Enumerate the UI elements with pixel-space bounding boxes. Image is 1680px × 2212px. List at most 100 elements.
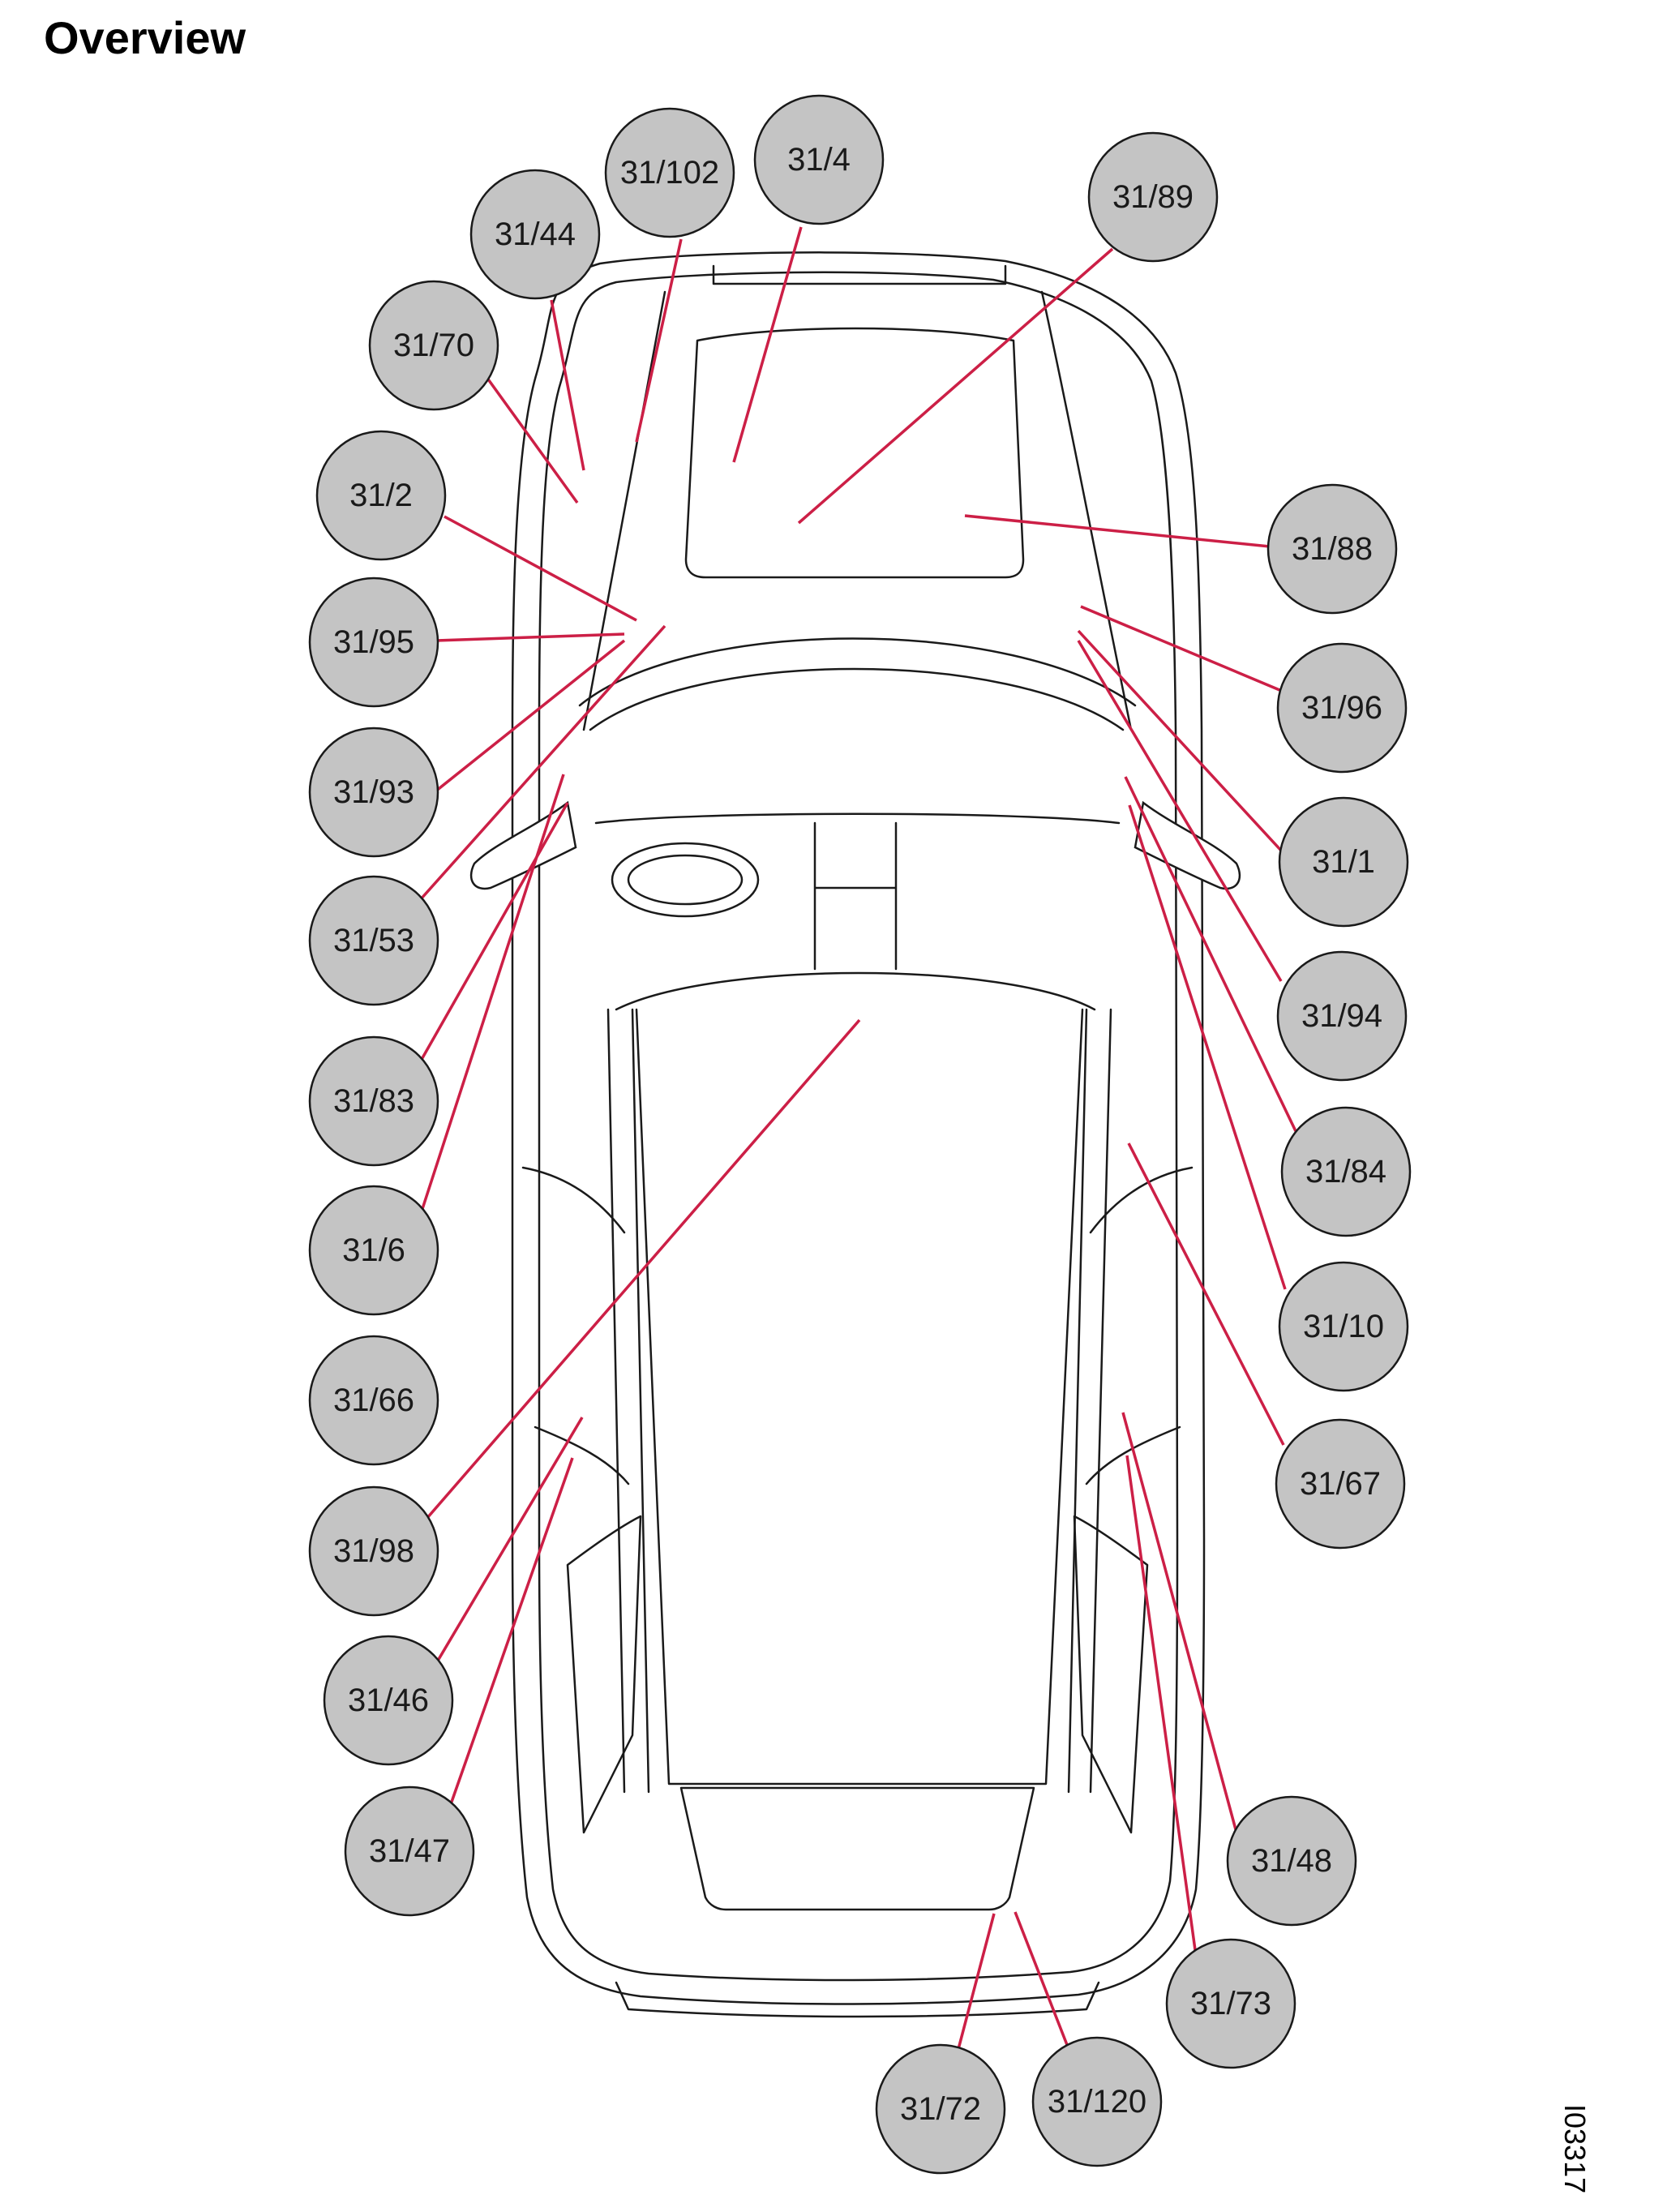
callout-label: 31/84 bbox=[1305, 1154, 1386, 1190]
callout-label: 31/73 bbox=[1190, 1986, 1271, 2021]
leader-31-88 bbox=[964, 514, 1279, 549]
leader-31-53 bbox=[418, 624, 666, 902]
leader-31-6 bbox=[418, 774, 565, 1217]
callout-label: 31/89 bbox=[1112, 179, 1194, 215]
callout: 31/73 bbox=[1165, 1938, 1296, 2069]
callout-label: 31/48 bbox=[1251, 1843, 1332, 1879]
callout-label: 31/67 bbox=[1300, 1466, 1381, 1502]
leader-31-73 bbox=[1125, 1455, 1198, 1957]
callout-label: 31/46 bbox=[348, 1683, 429, 1718]
leader-31-83 bbox=[418, 802, 569, 1063]
callout-label: 31/4 bbox=[787, 142, 851, 178]
hood-front-edge bbox=[712, 264, 1007, 285]
callout-circles: 31/102 31/4 31/44 31/89 31/70 31/2 31/88… bbox=[308, 94, 1412, 2175]
car-body-outline bbox=[511, 251, 1206, 2005]
callout: 31/84 bbox=[1280, 1106, 1412, 1237]
callout-label: 31/44 bbox=[495, 216, 576, 252]
callout: 31/46 bbox=[323, 1635, 454, 1766]
leader-31-94 bbox=[1077, 640, 1283, 982]
callout-label: 31/102 bbox=[620, 155, 719, 191]
callout: 31/72 bbox=[875, 2043, 1006, 2175]
leader-31-67 bbox=[1127, 1142, 1285, 1446]
front-seat-line bbox=[615, 971, 1096, 1011]
leader-31-10 bbox=[1128, 804, 1287, 1290]
left-door-line-front bbox=[521, 1166, 626, 1234]
rear-glass bbox=[679, 1786, 1035, 1911]
callout-label: 31/93 bbox=[333, 774, 414, 810]
leader-31-96 bbox=[1080, 605, 1284, 693]
callout-label: 31/6 bbox=[342, 1232, 405, 1268]
car-body-inner-line bbox=[538, 271, 1179, 1982]
leader-31-1 bbox=[1077, 629, 1293, 864]
callout: 31/120 bbox=[1031, 2036, 1163, 2167]
right-roof-rail bbox=[1067, 1008, 1112, 1794]
callout: 31/48 bbox=[1226, 1795, 1357, 1927]
callout: 31/4 bbox=[753, 94, 885, 225]
callout-label: 31/83 bbox=[333, 1083, 414, 1119]
rear-bumper bbox=[615, 1981, 1100, 2018]
leader-31-93 bbox=[430, 639, 626, 796]
leader-31-70 bbox=[481, 370, 579, 504]
callout: 31/2 bbox=[315, 430, 447, 561]
callout-label: 31/1 bbox=[1312, 844, 1375, 880]
callout: 31/94 bbox=[1276, 950, 1408, 1082]
right-door-line-rear bbox=[1085, 1425, 1181, 1485]
front-glass bbox=[684, 327, 1025, 579]
leader-31-2 bbox=[444, 515, 637, 622]
callout-label: 31/10 bbox=[1303, 1309, 1384, 1344]
callout-label: 31/66 bbox=[333, 1382, 414, 1418]
callout: 31/47 bbox=[344, 1785, 475, 1917]
callout-label: 31/53 bbox=[333, 923, 414, 958]
callout-label: 31/120 bbox=[1048, 2084, 1146, 2120]
car-outline bbox=[469, 251, 1241, 2018]
callout: 31/10 bbox=[1278, 1261, 1409, 1392]
dashboard bbox=[594, 812, 1121, 825]
callout: 31/96 bbox=[1276, 642, 1408, 774]
leader-lines bbox=[418, 226, 1297, 2050]
leader-31-47 bbox=[449, 1457, 574, 1805]
leader-31-95 bbox=[435, 632, 625, 642]
callout-label: 31/70 bbox=[393, 328, 474, 363]
hood-left-crease bbox=[582, 290, 666, 731]
centre-console bbox=[813, 821, 898, 971]
callout-label: 31/2 bbox=[349, 478, 413, 513]
callout: 31/89 bbox=[1087, 131, 1219, 263]
callout: 31/98 bbox=[308, 1485, 439, 1617]
callout: 31/67 bbox=[1275, 1418, 1406, 1550]
callout: 31/93 bbox=[308, 727, 439, 858]
steering-wheel bbox=[611, 842, 760, 918]
hood-right-crease bbox=[1040, 290, 1133, 731]
callout: 31/53 bbox=[308, 875, 439, 1006]
callout: 31/102 bbox=[604, 107, 735, 238]
cowl-line bbox=[578, 637, 1137, 707]
callout: 31/6 bbox=[308, 1185, 439, 1316]
left-door-line-rear bbox=[534, 1425, 630, 1485]
leader-31-4 bbox=[732, 226, 803, 463]
callout: 31/66 bbox=[308, 1335, 439, 1466]
callout-label: 31/96 bbox=[1301, 690, 1382, 726]
leader-31-72 bbox=[957, 1913, 996, 2050]
callout: 31/95 bbox=[308, 577, 439, 708]
right-rear-window bbox=[1073, 1515, 1149, 1834]
right-door-line-front bbox=[1089, 1166, 1194, 1234]
callout-label: 31/47 bbox=[369, 1833, 450, 1869]
leader-31-102 bbox=[635, 238, 683, 443]
leader-31-48 bbox=[1121, 1412, 1238, 1833]
callout: 31/44 bbox=[469, 169, 601, 300]
callout-label: 31/95 bbox=[333, 624, 414, 660]
left-rear-window bbox=[566, 1515, 642, 1834]
left-roof-rail bbox=[606, 1008, 650, 1794]
callout-label: 31/72 bbox=[900, 2091, 981, 2127]
steering-wheel-inner bbox=[627, 854, 744, 906]
cowl-inner-line bbox=[589, 667, 1125, 731]
callout: 31/83 bbox=[308, 1035, 439, 1167]
callout-label: 31/88 bbox=[1292, 531, 1373, 567]
page-title: Overview bbox=[44, 12, 246, 63]
leader-31-98 bbox=[420, 1018, 861, 1526]
roof-panel bbox=[635, 1008, 1084, 1785]
leader-31-46 bbox=[436, 1417, 584, 1661]
leader-31-84 bbox=[1124, 776, 1297, 1132]
callout: 31/70 bbox=[368, 280, 499, 411]
callout: 31/88 bbox=[1266, 483, 1398, 615]
